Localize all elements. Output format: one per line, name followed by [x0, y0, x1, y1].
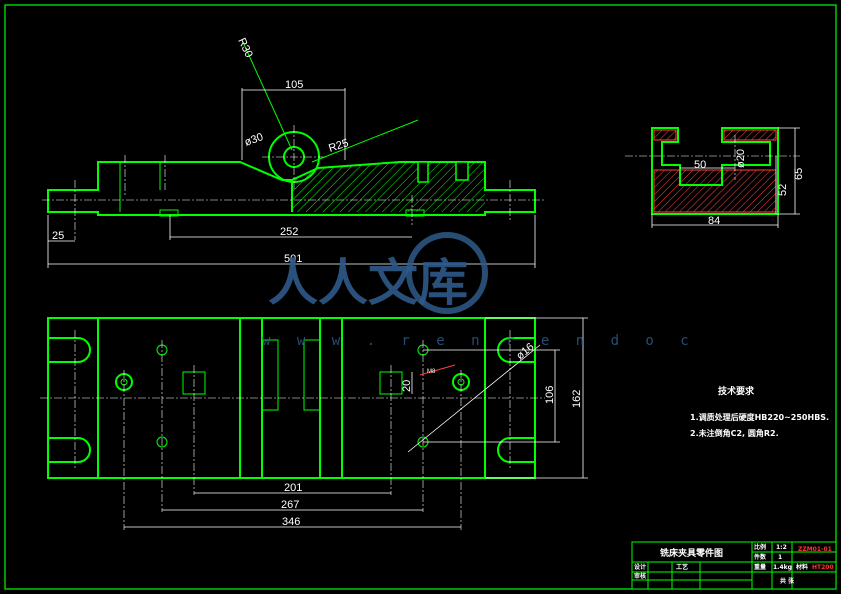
dim-25: 25	[52, 230, 64, 242]
tech-req-heading: 技术要求	[718, 385, 755, 397]
tech-req-item-2: 2.未注倒角C2, 圆角R2.	[690, 428, 779, 438]
dim-252: 252	[280, 226, 298, 238]
dim-20: 20	[401, 380, 413, 392]
dim-105: 105	[285, 79, 303, 91]
watermark-url: w w w . r e n r e n d o c	[262, 333, 698, 349]
title-process-label: 工艺	[676, 563, 688, 571]
title-name: 铣床夹具零件图	[660, 547, 723, 559]
dim-dia20: ø20	[735, 149, 747, 168]
dim-201: 201	[284, 482, 302, 494]
title-material-value: HT200	[812, 564, 834, 571]
title-scale-label: 比例	[754, 543, 766, 551]
title-weight-value: 1.4kg	[773, 564, 792, 571]
title-scale-value: 1:2	[776, 544, 787, 551]
title-sheet-label: 共 张	[780, 577, 795, 585]
dim-m8: M8	[427, 369, 436, 375]
dim-106: 106	[544, 386, 556, 404]
title-qty-value: 1	[778, 554, 782, 561]
tech-req-item-1: 1.调质处理后硬度HB220~250HBS.	[690, 412, 829, 422]
title-qty-label: 件数	[754, 553, 767, 561]
dim-52: 52	[777, 184, 789, 196]
title-designer-label: 设计	[634, 563, 646, 571]
title-block	[631, 541, 837, 590]
dim-50: 50	[694, 159, 706, 171]
dim-501: 501	[284, 253, 302, 265]
watermark-brand: 人人文库	[268, 253, 468, 312]
dim-84: 84	[708, 215, 720, 227]
title-material-label: 材料	[795, 563, 808, 571]
plan-view	[40, 317, 588, 530]
dim-267: 267	[281, 499, 299, 511]
dim-r30: R30	[235, 36, 254, 59]
side-view	[625, 127, 800, 228]
title-checker-label: 审核	[634, 572, 646, 580]
dim-162: 162	[571, 390, 583, 408]
title-weight-label: 重量	[754, 563, 766, 571]
dim-346: 346	[282, 516, 300, 528]
title-drawing-no: ZZM01-01	[798, 546, 832, 553]
drawing-frame	[4, 4, 837, 590]
dim-r25: R25	[327, 137, 350, 155]
dim-65: 65	[793, 168, 805, 180]
watermark: 人人文库 w w w . r e n r e n d o c	[262, 232, 698, 349]
dim-dia30: ø30	[243, 131, 265, 149]
front-view	[42, 39, 545, 268]
